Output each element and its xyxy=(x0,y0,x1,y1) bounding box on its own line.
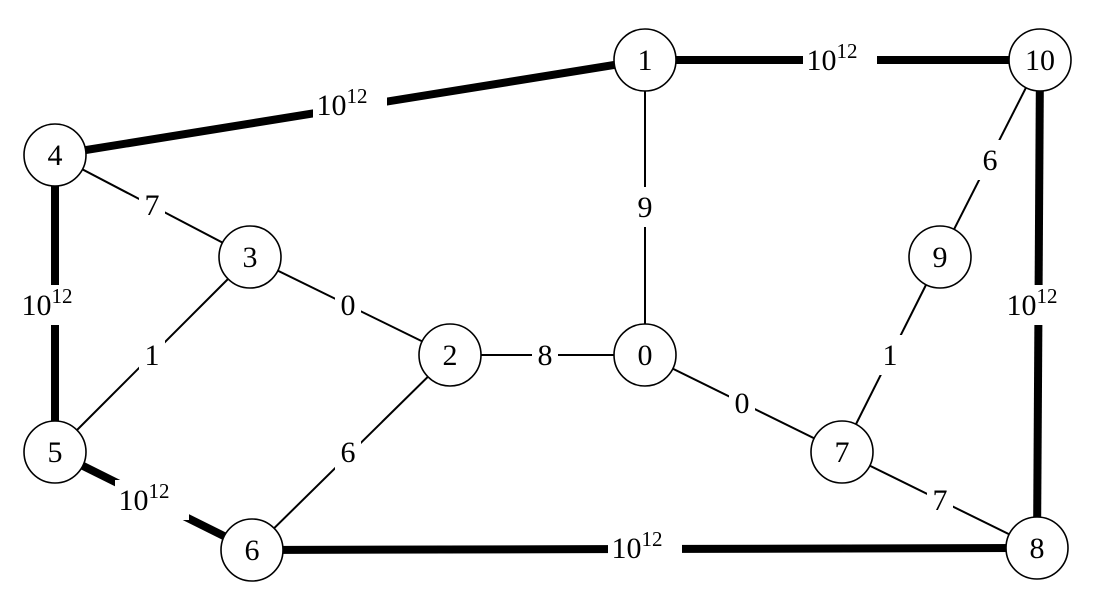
node-8: 8 xyxy=(1005,516,1069,580)
edge-weight-label: 1012 xyxy=(22,284,73,322)
edge-weight-label: 0 xyxy=(341,289,356,322)
edge-label-bg xyxy=(977,140,1003,180)
edge-weight-label: 8 xyxy=(538,339,553,372)
edge-weight-label: 1012 xyxy=(119,479,170,517)
edge-weight-label: 0 xyxy=(735,387,750,420)
node-label: 5 xyxy=(48,436,63,469)
edges xyxy=(51,56,1044,554)
edge-weight-label: 1012 xyxy=(807,39,858,77)
edge-weight-label: 1 xyxy=(145,339,160,372)
edge-weight-label: 6 xyxy=(341,436,356,469)
edge-label-bg xyxy=(115,480,189,520)
node-4: 4 xyxy=(23,123,87,187)
edge-label-bg xyxy=(139,185,165,225)
node-circle xyxy=(220,518,284,582)
edge-label-bg xyxy=(927,480,953,520)
node-10: 10 xyxy=(1008,28,1072,92)
node-circle xyxy=(810,420,874,484)
edge-weight-label: 1012 xyxy=(1007,284,1058,322)
node-label: 4 xyxy=(48,139,63,172)
edge-weight-label: 7 xyxy=(145,189,160,222)
edge-weight-label: 1 xyxy=(883,339,898,372)
edge-weight-label: 6 xyxy=(983,144,998,177)
edge-weight-label: 9 xyxy=(638,191,653,224)
node-label: 10 xyxy=(1025,44,1055,77)
node-label: 6 xyxy=(245,534,260,567)
edge-label-bg xyxy=(18,285,92,325)
node-circle xyxy=(613,323,677,387)
edge-weight-label: 7 xyxy=(933,484,948,517)
node-circle xyxy=(23,420,87,484)
edge-label-bg xyxy=(139,335,165,375)
edge-weight-label: 1012 xyxy=(317,84,368,122)
node-label: 3 xyxy=(243,241,258,274)
node-circle xyxy=(218,225,282,289)
node-label: 0 xyxy=(638,339,653,372)
node-label: 9 xyxy=(933,241,948,274)
node-3: 3 xyxy=(218,225,282,289)
edge-label-bg xyxy=(313,85,387,125)
edge-label-bg xyxy=(532,335,558,375)
node-0: 0 xyxy=(613,323,677,387)
node-circle xyxy=(1008,28,1072,92)
node-9: 9 xyxy=(908,225,972,289)
edge-label-bg xyxy=(608,528,682,568)
node-label: 8 xyxy=(1030,532,1045,565)
node-circle xyxy=(418,323,482,387)
edge-label-bg xyxy=(877,335,903,375)
node-7: 7 xyxy=(810,420,874,484)
node-5: 5 xyxy=(23,420,87,484)
edge-label-bg xyxy=(1003,285,1077,325)
node-circle xyxy=(908,225,972,289)
node-label: 2 xyxy=(443,339,458,372)
node-circle xyxy=(1005,516,1069,580)
edge-label-bg xyxy=(632,187,658,227)
node-2: 2 xyxy=(418,323,482,387)
edge-label-bg xyxy=(335,432,361,472)
edge-label-bg xyxy=(335,285,361,325)
node-label: 7 xyxy=(835,436,850,469)
node-circle xyxy=(23,123,87,187)
edge-label-bg xyxy=(729,383,755,423)
edge-weight-label: 1012 xyxy=(612,527,663,565)
node-6: 6 xyxy=(220,518,284,582)
node-circle xyxy=(613,28,677,92)
node-1: 1 xyxy=(613,28,677,92)
node-label: 1 xyxy=(638,44,653,77)
edge-label-bg xyxy=(803,40,877,80)
